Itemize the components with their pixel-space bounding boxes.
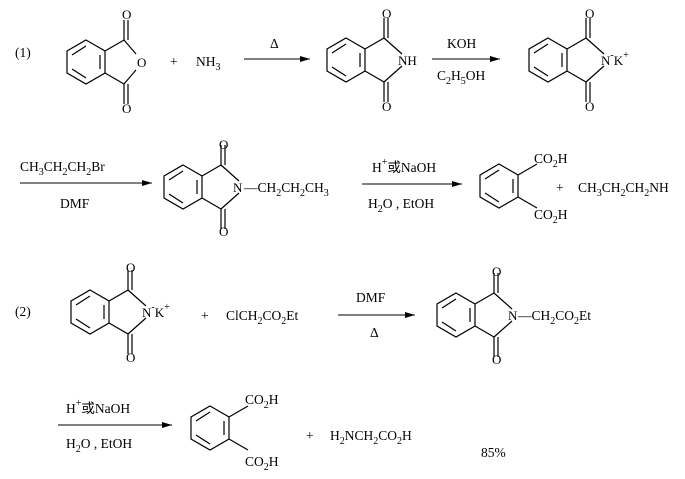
atom-n-k: N-K+ [142, 302, 170, 320]
propyl-chain: —CH2CH2CH3 [243, 180, 329, 199]
phthalic-acid-structure: CO2H CO2H [479, 151, 568, 226]
atom-o-bottom: O [122, 101, 131, 116]
carboxyl-group-bottom: CO2H [534, 207, 568, 226]
product-glycine: H2NCH2CO2H [330, 428, 412, 447]
hydrolysis-conditions-top: H+或NaOH [66, 398, 130, 416]
phthalic-acid-structure: CO2H CO2H [190, 392, 279, 473]
atom-o-ring: O [137, 55, 146, 70]
solvent-dmf: DMF [356, 290, 386, 305]
ester-side-chain: —CH2CO2Et [517, 308, 591, 327]
hydrolysis-conditions-bottom: H2O , EtOH [66, 436, 132, 455]
carboxyl-group-top: CO2H [245, 392, 279, 411]
atom-o-bottom: O [382, 99, 391, 114]
atom-o-bottom: O [585, 99, 594, 114]
solvent-dmf: DMF [60, 196, 90, 211]
reagent-propyl-bromide: CH3CH2CH2Br [20, 159, 105, 178]
atom-n-k: N-K+ [601, 50, 629, 68]
reagent-koh: KOH [447, 36, 476, 51]
atom-o-top: O [382, 6, 391, 21]
phthalimide-structure: O NH O [326, 6, 417, 114]
yield-label: 85% [481, 445, 506, 460]
heat-symbol: Δ [370, 325, 379, 340]
phthalic-anhydride-structure: O O O [66, 7, 146, 116]
atom-o-top: O [492, 264, 501, 279]
plus-sign: + [306, 428, 314, 443]
atom-o-bottom: O [219, 224, 228, 239]
atom-o-top: O [126, 260, 135, 275]
hydrolysis-conditions-top: H+或NaOH [372, 157, 436, 175]
heat-symbol: Δ [270, 36, 279, 51]
atom-n: N [233, 180, 243, 195]
reaction-2-label: (2) [15, 304, 31, 319]
atom-nh: NH [398, 53, 417, 68]
reagent-ethyl-chloroacetate: ClCH2CO2Et [226, 308, 299, 327]
plus-sign: + [556, 180, 564, 195]
potassium-phthalimide-structure: O N-K+ O [70, 260, 170, 365]
reaction-1-label: (1) [15, 45, 31, 60]
carboxyl-group-top: CO2H [534, 151, 568, 170]
atom-o-top: O [585, 6, 594, 21]
plus-sign: + [170, 54, 178, 69]
atom-o-bottom: O [126, 350, 135, 365]
hydrolysis-conditions-bottom: H2O , EtOH [368, 196, 434, 215]
atom-o-top: O [219, 137, 228, 152]
ammonia-formula: NH3 [196, 54, 221, 73]
product-propylamine: CH3CH2CH2NH [578, 180, 669, 199]
plus-sign: + [201, 308, 209, 323]
phthalimido-ester-structure: O N O [436, 264, 518, 367]
carboxyl-group-bottom: CO2H [245, 454, 279, 473]
potassium-phthalimide-structure: O N-K+ O [528, 6, 629, 114]
atom-o-bottom: O [492, 352, 501, 367]
atom-n: N [508, 308, 518, 323]
n-propylphthalimide-structure: O N O [163, 137, 243, 239]
atom-o-top: O [122, 7, 131, 22]
solvent-ethanol: C2H5OH [437, 68, 486, 87]
